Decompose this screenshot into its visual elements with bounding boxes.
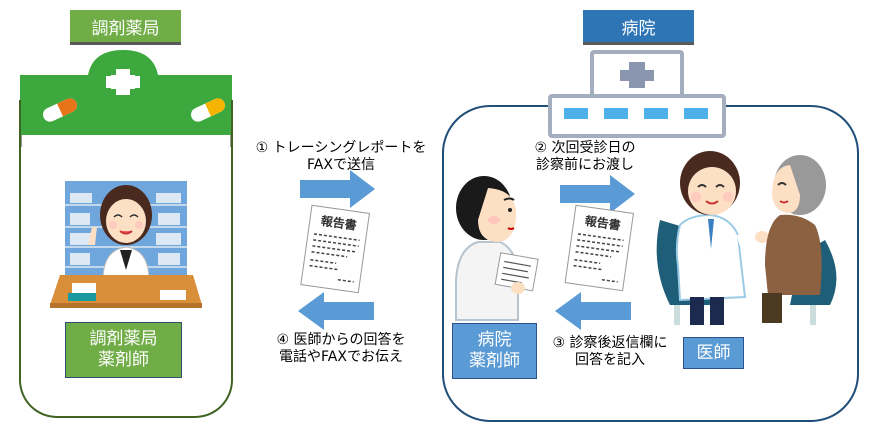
step-3-text: ③ 診察後返信欄に 回答を記入 (535, 335, 685, 369)
step-4-text: ④ 医師からの回答を 電話やFAXでお伝え (236, 332, 446, 366)
arrow-left-icon (298, 292, 374, 330)
step-line: 電話やFAXでお伝え (279, 349, 403, 365)
hospital-building-icon (548, 50, 726, 138)
hospital-header-text: 病院 (621, 18, 656, 39)
doctor-label: 医師 (683, 337, 744, 369)
step-1-text: ① トレーシングレポートを FAXで送信 (236, 140, 446, 174)
step-line: 診察前にお渡し (536, 157, 634, 173)
label-line: 調剤薬局 (89, 329, 158, 349)
report-document-icon: 報告書 (564, 204, 634, 292)
step-line: ② 次回受診日の (534, 140, 636, 156)
step-2-text: ② 次回受診日の 診察前にお渡し (520, 140, 650, 174)
pharmacy-pharmacist-label: 調剤薬局 薬剤師 (65, 322, 182, 378)
report-title: 報告書 (584, 213, 622, 233)
arrow-right-icon (560, 175, 635, 213)
pharmacy-container (19, 100, 233, 418)
step-line: FAXで送信 (307, 157, 375, 173)
arrow-right-icon (300, 170, 375, 208)
pharmacy-header: 調剤薬局 (70, 10, 181, 42)
step-line: 回答を記入 (575, 352, 645, 368)
step-line: ④ 医師からの回答を (276, 332, 406, 348)
hospital-pharmacist-label: 病院 薬剤師 (452, 323, 537, 379)
report-document-icon: 報告書 (300, 204, 370, 294)
doctor-patient-illustration (656, 151, 837, 325)
report-title: 報告書 (320, 213, 358, 233)
hospital-header: 病院 (583, 10, 694, 42)
label-line: 薬剤師 (469, 351, 520, 371)
step-line: ① トレーシングレポートを (255, 140, 427, 156)
label-line: 病院 (477, 330, 512, 350)
pharmacy-header-text: 調剤薬局 (91, 18, 160, 39)
hospital-pharmacist-illustration (455, 176, 539, 321)
label-line: 薬剤師 (98, 350, 149, 370)
arrow-left-icon (555, 292, 631, 330)
label-line: 医師 (696, 342, 731, 363)
pharmacist-illustration (50, 181, 202, 308)
step-line: ③ 診察後返信欄に (552, 335, 668, 351)
